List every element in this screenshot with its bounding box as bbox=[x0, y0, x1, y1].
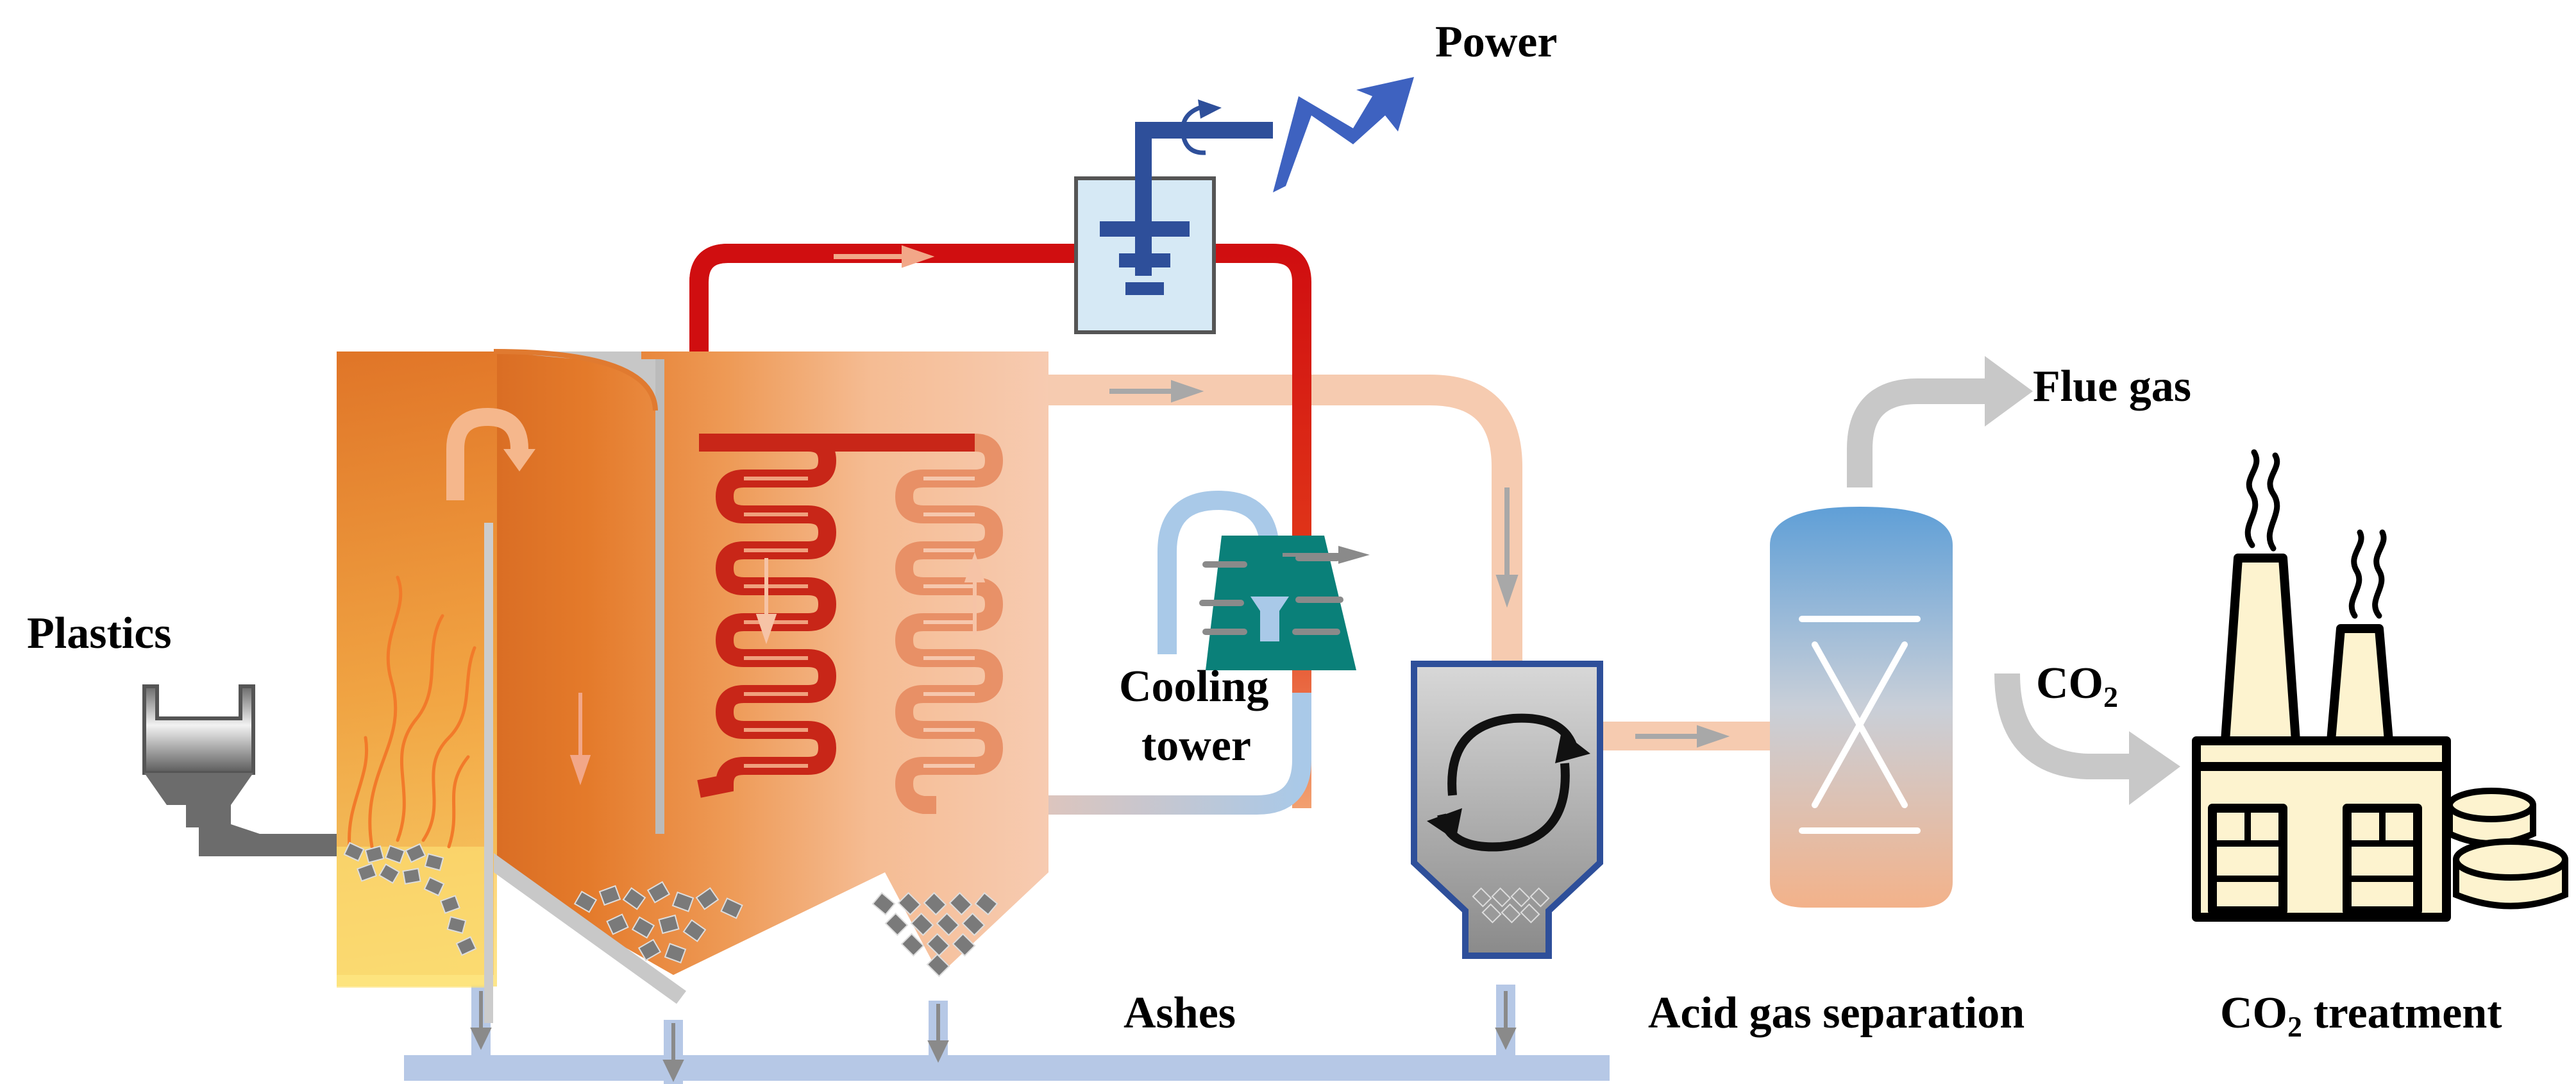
rotation-arrow-icon bbox=[1180, 103, 1206, 155]
flue-gas-label: Flue gas bbox=[2033, 362, 2191, 411]
steam-flow-arrow bbox=[834, 245, 935, 268]
cooling-tower-label-line2: tower bbox=[1141, 721, 1251, 770]
circulation-arrow-icon bbox=[446, 407, 535, 500]
coil-flow-arrows bbox=[755, 552, 986, 645]
superheater-coil-inner bbox=[744, 477, 808, 768]
superheater-coil bbox=[697, 434, 975, 798]
cooling-loop-pipe bbox=[1158, 490, 1279, 654]
economizer-coil-inner bbox=[923, 477, 975, 768]
acid-gas-column bbox=[1770, 507, 1953, 908]
co2-label-subscript: 2 bbox=[2103, 681, 2118, 713]
baffle bbox=[484, 523, 493, 1023]
ash-collection-rail bbox=[404, 985, 1610, 1084]
grate bbox=[494, 853, 686, 1004]
ash-pile-icon bbox=[343, 842, 998, 978]
plastics-feed-hopper bbox=[142, 684, 337, 856]
cooling-return-pipe bbox=[930, 693, 1311, 815]
co2-treatment-rest: treatment bbox=[2302, 988, 2502, 1038]
steam-turbine bbox=[1074, 99, 1273, 334]
co2-label: CO2 bbox=[2036, 659, 2118, 713]
flue-gas-duct bbox=[1039, 375, 1522, 667]
smoke-icon bbox=[2244, 449, 2387, 619]
cyclone-separator bbox=[1411, 661, 1603, 959]
co2-treatment-main: CO bbox=[2220, 988, 2287, 1038]
coin-stack-icon bbox=[2446, 788, 2568, 910]
flame-icon bbox=[348, 575, 476, 849]
cooling-tower bbox=[1199, 536, 1370, 670]
ashes-label: Ashes bbox=[1124, 988, 1236, 1038]
flue-gas-arrow bbox=[1847, 356, 2033, 487]
power-label: Power bbox=[1435, 17, 1557, 67]
acid-gas-separation-label: Acid gas separation bbox=[1648, 988, 2025, 1038]
power-bolt-icon bbox=[1273, 77, 1414, 192]
co2-treatment-label: CO2 treatment bbox=[2220, 988, 2502, 1043]
co2-label-main: CO bbox=[2036, 659, 2103, 708]
factory-icon bbox=[2192, 554, 2451, 922]
cooling-tower-label-line1: Cooling bbox=[1119, 662, 1268, 711]
downflow-arrow bbox=[569, 693, 591, 786]
plastics-label: Plastics bbox=[27, 609, 172, 658]
co2-treatment-subscript: 2 bbox=[2287, 1010, 2302, 1043]
co2-arrow bbox=[1994, 673, 2180, 805]
duct-arrow-right bbox=[1635, 725, 1730, 748]
flue-duct-arrows bbox=[1109, 380, 1519, 608]
